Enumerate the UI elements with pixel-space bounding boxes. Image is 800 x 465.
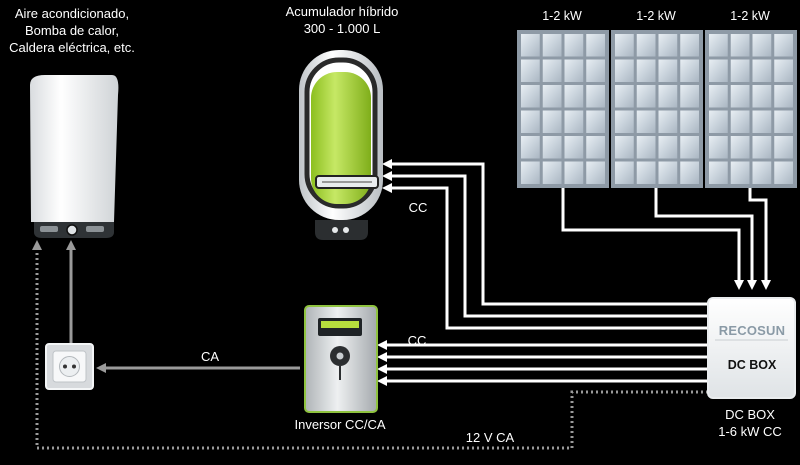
panel-3-label: 1-2 kW: [730, 9, 770, 23]
arrowheads-inverter: [377, 340, 387, 386]
ca-arrowhead-appliance: [66, 240, 76, 250]
inverter-label: Inversor CC/CA: [294, 417, 386, 432]
dc-box: [707, 297, 796, 399]
dotted-12v-line: [35, 246, 708, 450]
appliances-label-3: Caldera eléctrica, etc.: [9, 40, 135, 55]
dcbox-brand: RECOSUN: [718, 323, 786, 338]
dotted-arrowhead: [32, 240, 42, 250]
panel-to-dcbox-wires: [561, 188, 768, 282]
power-socket: [45, 343, 94, 390]
solar-panel-3: [705, 30, 797, 188]
appliances-label-2: Bomba de calor,: [25, 23, 119, 38]
accumulator-label-1: Acumulador híbrido: [285, 4, 399, 19]
arrowheads-accumulator: [382, 159, 392, 193]
ca-arrowhead-socket: [96, 363, 106, 373]
ca-label: CA: [200, 349, 220, 364]
hybrid-accumulator-tank: [299, 50, 383, 240]
appliance-unit: [30, 75, 119, 238]
cc-label-middle: CC: [407, 333, 427, 348]
dcbox-caption-1: DC BOX: [725, 407, 775, 422]
dc-wires-to-inverter: [385, 343, 708, 383]
solar-panel-2: [611, 30, 703, 188]
panel-1-label: 1-2 kW: [542, 9, 582, 23]
dc-wires-to-accumulator: [390, 162, 708, 330]
accumulator-label-2: 300 - 1.000 L: [303, 21, 381, 36]
arrowheads-dcbox: [734, 280, 771, 290]
ca-wires: [69, 248, 300, 370]
dcbox-caption-2: 1-6 kW CC: [718, 424, 782, 439]
appliances-label-1: Aire acondicionado,: [14, 6, 130, 21]
ac-12v-label: 12 V CA: [465, 430, 515, 445]
panel-2-label: 1-2 kW: [636, 9, 676, 23]
dcbox-title: DC BOX: [727, 358, 777, 372]
cc-label-top: CC: [408, 200, 428, 215]
inverter-unit: [304, 305, 378, 413]
solar-panels: [517, 30, 797, 188]
solar-panel-1: [517, 30, 609, 188]
